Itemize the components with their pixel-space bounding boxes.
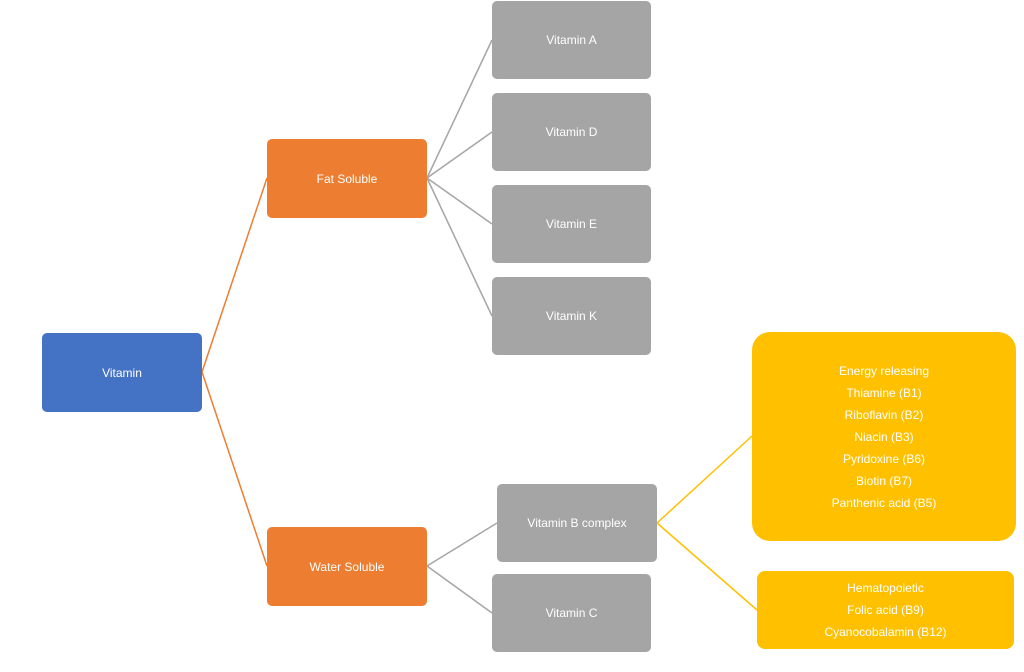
edge-root-water — [201, 371, 268, 567]
energy-line: Panthenic acid (B5) — [831, 495, 937, 510]
hema-line: Hematopoietic — [847, 581, 924, 595]
edge-fat-a — [426, 39, 493, 179]
node-vitamin-k-label: Vitamin K — [545, 309, 598, 323]
energy-line: Biotin (B7) — [855, 473, 913, 488]
edge-b-energy — [656, 435, 753, 524]
node-vitamin-d: Vitamin D — [492, 93, 651, 171]
node-fat-soluble-label: Fat Soluble — [316, 171, 378, 186]
energy-line: Pyridoxine (B6) — [842, 451, 926, 466]
edge-water-b — [426, 522, 498, 567]
energy-line: Thiamine (B1) — [846, 385, 922, 400]
node-vitamin-label: Vitamin — [102, 365, 142, 380]
energy-line: Energy releasing — [838, 363, 930, 378]
node-vitamin: Vitamin — [42, 333, 202, 412]
node-water-soluble: Water Soluble — [267, 527, 427, 606]
edge-water-c — [426, 565, 493, 614]
node-vitamin-c: Vitamin C — [492, 574, 651, 652]
energy-line: Niacin (B3) — [854, 429, 914, 444]
node-vitamin-d-label: Vitamin D — [545, 125, 598, 139]
node-vitamin-e: Vitamin E — [492, 185, 651, 263]
edge-fat-d — [426, 131, 493, 179]
hema-line: Folic acid (B9) — [847, 603, 924, 617]
node-vitamin-k: Vitamin K — [492, 277, 651, 355]
node-hematopoietic: Hematopoietic Folic acid (B9) Cyanocobal… — [757, 571, 1014, 649]
hema-line: Cyanocobalamin (B12) — [824, 625, 947, 639]
node-water-soluble-label: Water Soluble — [309, 559, 385, 574]
node-energy-releasing: Energy releasing Thiamine (B1) Riboflavi… — [752, 332, 1016, 541]
node-vitamin-e-label: Vitamin E — [545, 217, 598, 231]
edge-fat-k — [426, 177, 493, 317]
node-vitamin-a-label: Vitamin A — [546, 33, 597, 47]
node-vitamin-b-complex: Vitamin B complex — [497, 484, 657, 562]
edge-fat-e — [426, 177, 493, 225]
edge-root-fat — [201, 177, 268, 373]
node-vitamin-c-label: Vitamin C — [545, 606, 598, 620]
node-vitamin-b-complex-label: Vitamin B complex — [527, 516, 627, 530]
edge-b-hema — [656, 522, 758, 611]
node-fat-soluble: Fat Soluble — [267, 139, 427, 218]
energy-line: Riboflavin (B2) — [844, 407, 924, 422]
node-vitamin-a: Vitamin A — [492, 1, 651, 79]
